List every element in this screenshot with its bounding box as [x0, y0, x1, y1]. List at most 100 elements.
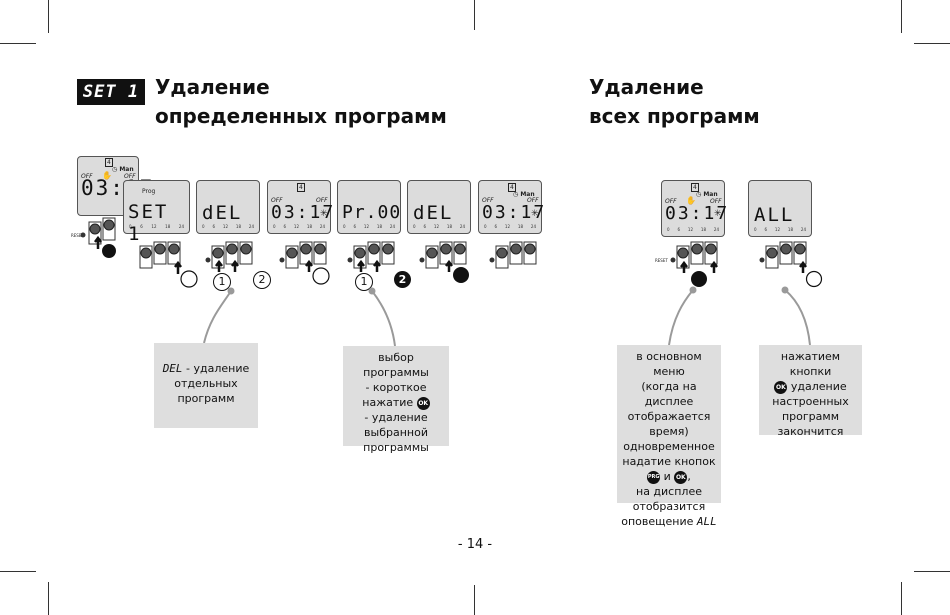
reset-dot: [279, 257, 285, 263]
ok-button[interactable]: [168, 243, 180, 255]
callout-press-line5: закончится: [777, 425, 844, 438]
callout-main-line1: в основном меню: [636, 350, 702, 378]
step4-buttons: [279, 241, 330, 285]
callout-del-line1: DEL - удаление: [162, 362, 250, 375]
all-readout: ALL: [754, 204, 795, 226]
plus-button[interactable]: [300, 243, 312, 255]
prog-button[interactable]: [212, 247, 224, 259]
callout-select: выбор программы - короткое нажатие OK - …: [343, 346, 449, 454]
crop-mark: [0, 571, 36, 572]
callout-select-line2: - короткое: [365, 381, 427, 394]
prog-button[interactable]: [354, 247, 366, 259]
ok-icon: OK: [416, 396, 430, 410]
leader-dot: [368, 287, 376, 295]
prog-button[interactable]: [677, 247, 689, 259]
prog-button[interactable]: [766, 247, 778, 259]
step-number-1: 1: [213, 273, 231, 291]
plus-button[interactable]: [226, 243, 238, 255]
prg-icon: PRG: [647, 470, 661, 484]
arrow-up-icon: [680, 260, 688, 273]
off-label-right: OFF: [124, 173, 136, 180]
reset-dot: [347, 257, 353, 263]
plus-button[interactable]: [154, 243, 166, 255]
man-label: ◷ Man: [112, 166, 134, 173]
callout-main-line3: отображается: [627, 410, 711, 423]
arrow-up-icon: [174, 260, 182, 274]
hand-icon: ✋: [102, 171, 112, 180]
prog-button[interactable]: [426, 247, 438, 259]
press-indicator-filled: [691, 271, 707, 287]
plus-button[interactable]: [691, 243, 703, 255]
ok-button[interactable]: [524, 243, 536, 255]
hand-icon: ✋: [686, 196, 696, 205]
del-readout: dEL: [413, 202, 454, 224]
ok-button[interactable]: [240, 243, 252, 255]
day-indicator: 4: [105, 158, 113, 167]
leader-line-select: [371, 290, 396, 347]
clock-icon: ◷: [112, 166, 120, 173]
arrow-up-icon: [373, 259, 381, 272]
ok-button[interactable]: [454, 243, 466, 255]
leader-dot: [227, 287, 235, 295]
ok-icon: OK: [774, 380, 788, 394]
prog-button[interactable]: [89, 223, 101, 235]
time-readout: 03:17: [665, 203, 730, 224]
right-heading: Удаление всех программ: [589, 73, 760, 131]
prog-button[interactable]: [496, 247, 508, 259]
ok-button[interactable]: [705, 243, 717, 255]
time-readout: 03:17: [482, 202, 547, 223]
off-label-right: OFF: [527, 197, 539, 204]
crop-mark: [48, 582, 49, 615]
callout-main-line5: одновременное: [623, 440, 715, 453]
press-indicator-open: [312, 267, 330, 285]
time-readout: 03:17: [271, 202, 336, 223]
callout-main-line2: (когда на дисплее: [641, 380, 697, 408]
ok-icon: OK: [674, 470, 688, 484]
off-label-right: OFF: [316, 197, 328, 204]
reset-dot: [670, 257, 676, 263]
snowflake-icon: ✳: [714, 209, 722, 219]
prog-button[interactable]: [286, 247, 298, 259]
plus-button[interactable]: [368, 243, 380, 255]
del-readout: dEL: [202, 202, 243, 224]
crop-mark: [474, 0, 475, 30]
crop-mark: [914, 571, 950, 572]
off-label-left: OFF: [665, 198, 677, 205]
plus-button[interactable]: [440, 243, 452, 255]
clock-icon: ◷: [696, 191, 704, 198]
step-number-1: 1: [355, 273, 373, 291]
arrow-up-icon: [799, 260, 807, 273]
crop-mark: [0, 43, 36, 44]
snowflake-icon: ✳: [531, 209, 539, 219]
ok-button[interactable]: [382, 243, 394, 255]
reset-label: RESET: [655, 258, 668, 263]
step1-buttons: [80, 217, 116, 258]
prog-button[interactable]: [140, 247, 152, 259]
reset-dot: [759, 257, 765, 263]
day-indicator: 4: [691, 183, 699, 192]
crop-mark: [474, 585, 475, 615]
reset-label: RESET: [71, 233, 84, 238]
right-step1-buttons: [670, 241, 718, 287]
plus-button[interactable]: [780, 243, 792, 255]
prog-label: Prog: [142, 188, 156, 195]
step5-buttons: [347, 241, 395, 272]
ok-button[interactable]: [794, 243, 806, 255]
reset-dot: [419, 257, 425, 263]
reset-dot: [489, 257, 495, 263]
ok-button[interactable]: [103, 219, 115, 231]
ok-button[interactable]: [314, 243, 326, 255]
callout-del-line3: программ: [177, 392, 235, 405]
day-indicator: 4: [297, 183, 305, 192]
right-step2-buttons: [759, 241, 823, 288]
day-indicator: 4: [508, 183, 516, 192]
plus-button[interactable]: [510, 243, 522, 255]
